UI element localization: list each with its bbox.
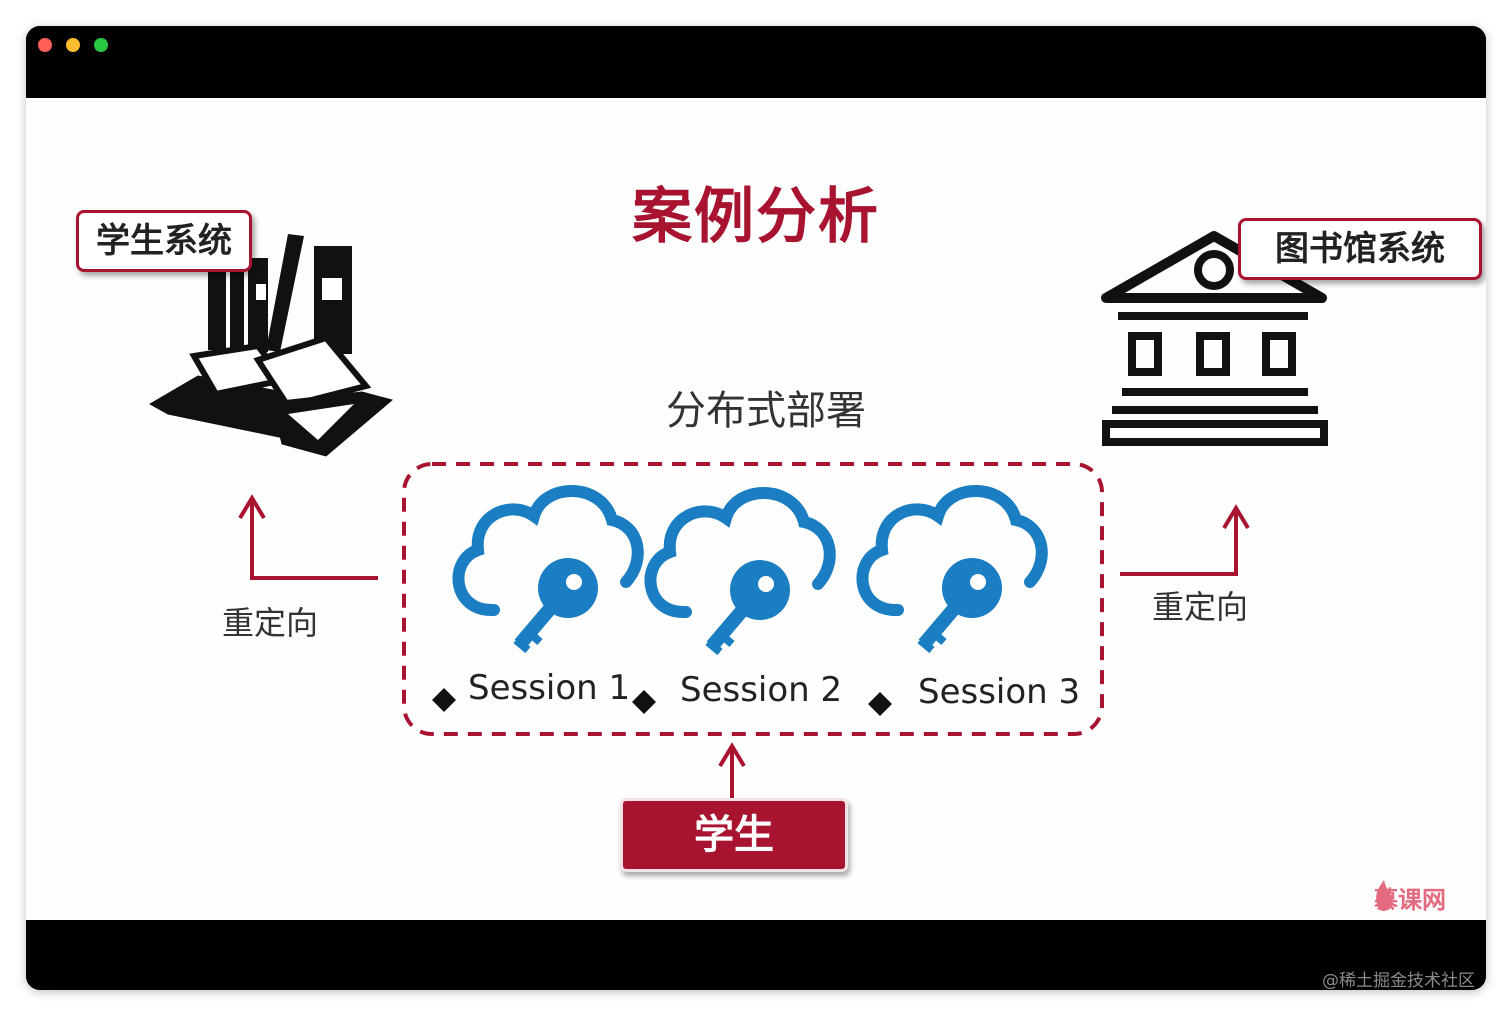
student-arrow [718, 742, 746, 798]
student-system-tag: 学生系统 [76, 210, 252, 272]
session-label: Session 2 [680, 670, 843, 710]
minimize-window-button[interactable] [66, 38, 80, 52]
diagram-graphics [148, 231, 1392, 911]
redirect-label-right: 重定向 [1152, 588, 1249, 626]
redirect-label-left: 重定向 [222, 604, 319, 642]
books-icon [148, 234, 394, 457]
bottom-bar [26, 920, 1486, 990]
watermark: @稀土掘金技术社区 [1322, 971, 1475, 990]
redirect-arrow-left [238, 494, 378, 580]
logo-flame-icon [1376, 880, 1392, 911]
logo-text: 慕课网 [1374, 886, 1446, 914]
bullet-diamond [868, 692, 892, 716]
session-label: Session 3 [918, 672, 1081, 712]
student-box: 学生 [620, 798, 848, 872]
cloud-key-icon [644, 487, 836, 656]
title-bar [26, 26, 1486, 98]
cloud-key-icon [452, 485, 644, 654]
bullet-diamond [432, 688, 456, 712]
maximize-window-button[interactable] [94, 38, 108, 52]
library-system-tag: 图书馆系统 [1238, 218, 1482, 280]
presentation-slide: 案例分析 [26, 98, 1486, 920]
redirect-arrow-right [1120, 504, 1250, 576]
distributed-deployment-box [402, 462, 1104, 736]
bullet-diamond [632, 690, 656, 714]
slide-title: 案例分析 [632, 182, 880, 252]
close-window-button[interactable] [38, 38, 52, 52]
session-label: Session 1 [468, 668, 631, 708]
cloud-key-icon [856, 485, 1048, 654]
app-window: 案例分析 [26, 26, 1486, 990]
distributed-deployment-label: 分布式部署 [666, 388, 866, 434]
